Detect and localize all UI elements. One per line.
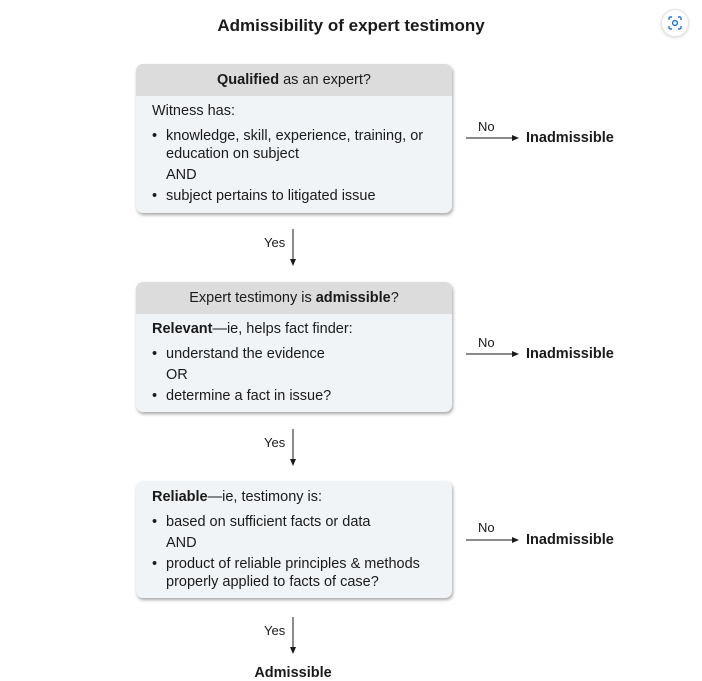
relevant-conjunction: OR (166, 367, 188, 383)
admissible-outcome: Admissible (254, 665, 332, 681)
admissible-keyword: admissible (315, 290, 391, 306)
admissible-question-post: ? (390, 290, 399, 306)
no-label-1: No (478, 119, 495, 134)
yes-arrow-3 (290, 617, 296, 654)
qualified-criterion-2: subject pertains to litigated issue (152, 187, 436, 205)
reliable-keyword: Reliable (152, 489, 208, 505)
reliable-criterion-1: based on sufficient facts or data (152, 513, 436, 531)
yes-label-1: Yes (264, 235, 286, 250)
google-lens-button[interactable] (661, 9, 689, 37)
admissible-question-pre: Expert testimony is (189, 290, 316, 306)
reliable-lead: —ie, testimony is: (207, 489, 323, 505)
relevant-keyword: Relevant (152, 321, 213, 337)
admissible-box: Expert testimony is admissible? Relevant… (136, 282, 452, 412)
qualified-box-header: Qualified as an expert? (136, 64, 452, 96)
no-label-2: No (478, 335, 495, 350)
qualified-box: Qualified as an expert? Witness has: kno… (136, 64, 452, 213)
reliable-conjunction: AND (166, 535, 197, 551)
qualified-conjunction: AND (166, 167, 197, 183)
yes-arrow-1 (290, 229, 296, 266)
diagram-title: Admissibility of expert testimony (217, 16, 485, 35)
no-arrow-3 (466, 537, 519, 543)
google-lens-icon (668, 16, 682, 30)
inadmissible-outcome-3: Inadmissible (526, 532, 614, 548)
yes-label-3: Yes (264, 623, 286, 638)
yes-label-2: Yes (264, 435, 286, 450)
relevant-criterion-2: determine a fact in issue? (152, 387, 436, 405)
admissible-box-header: Expert testimony is admissible? (136, 282, 452, 314)
reliable-box: Reliable—ie, testimony is: based on suff… (136, 481, 452, 598)
qualified-criterion-1: knowledge, skill, experience, training, … (152, 127, 436, 163)
qualified-question: as an expert? (279, 72, 371, 88)
inadmissible-outcome-1: Inadmissible (526, 130, 614, 146)
no-arrow-1 (466, 135, 519, 141)
yes-arrow-2 (290, 429, 296, 466)
qualified-lead: Witness has: (152, 103, 235, 119)
inadmissible-outcome-2: Inadmissible (526, 346, 614, 362)
reliable-criterion-2: product of reliable principles & methods… (152, 555, 436, 591)
qualified-keyword: Qualified (217, 72, 280, 88)
relevant-lead: —ie, helps fact finder: (212, 321, 353, 337)
no-arrow-2 (466, 351, 519, 357)
relevant-criterion-1: understand the evidence (152, 345, 436, 363)
no-label-3: No (478, 520, 495, 535)
